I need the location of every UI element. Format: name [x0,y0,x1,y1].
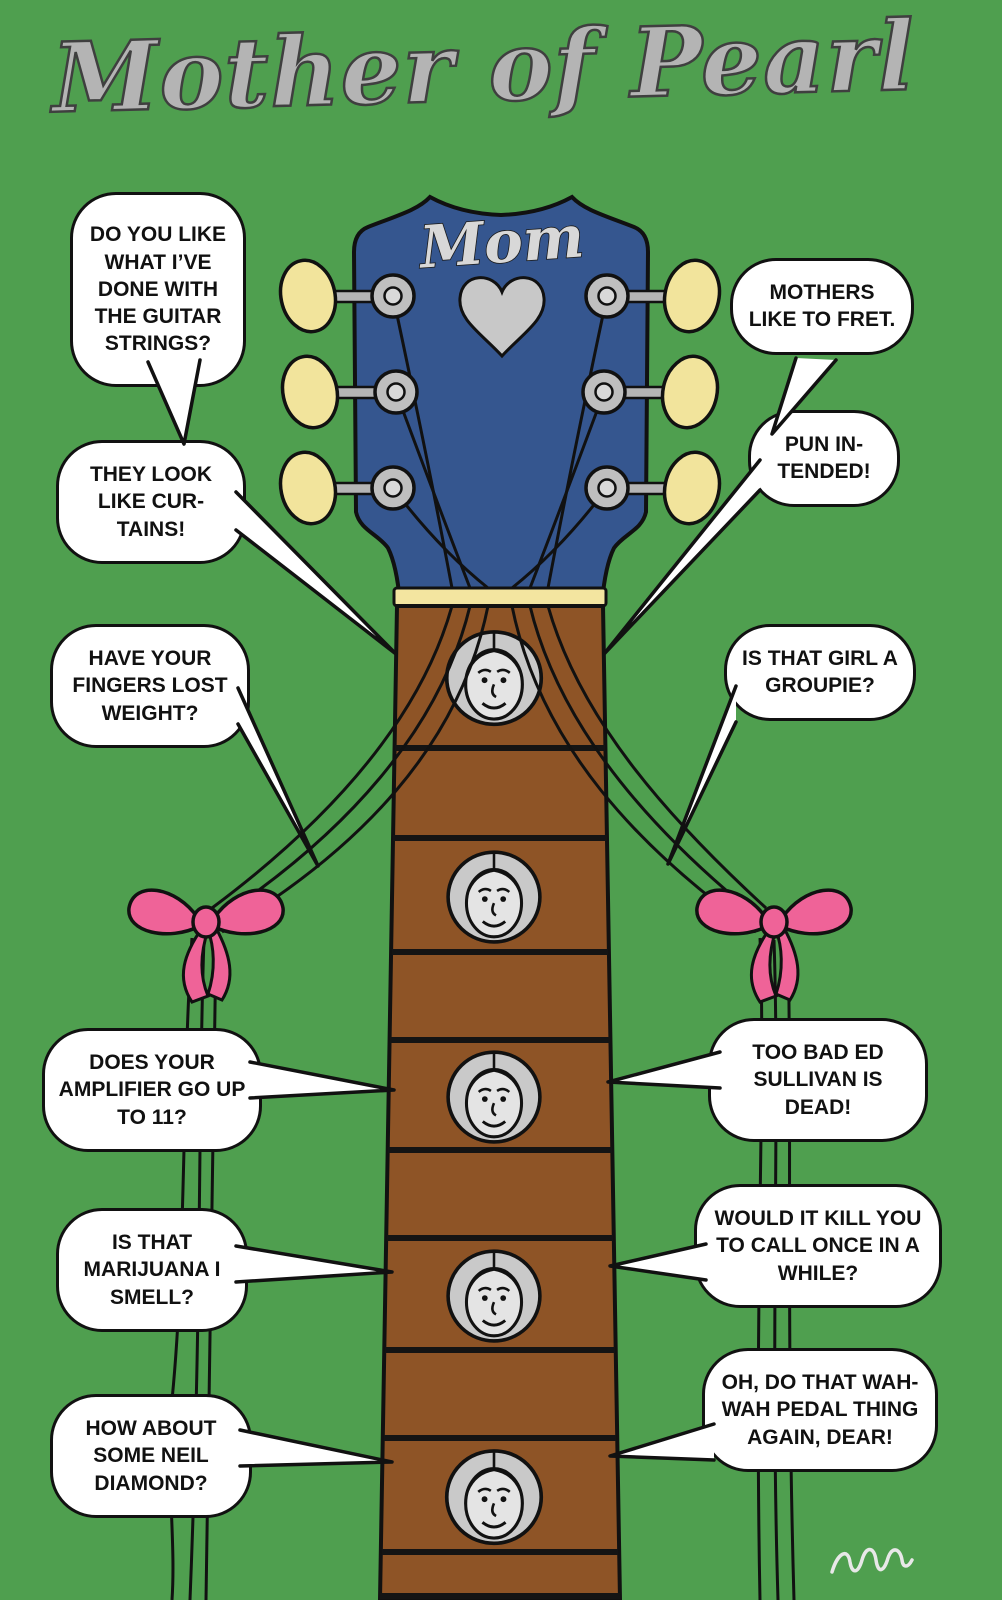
speech-bubble-text: TOO BAD ED SULLIVAN IS DEAD! [752,1041,884,1119]
speech-bubble-text: OH, DO THAT WAH-WAH PEDAL THING AGAIN, D… [721,1371,919,1449]
speech-bubble-right-3: IS THAT GIRL A GROUPIE? [724,624,916,721]
speech-bubble-right-4: TOO BAD ED SULLIVAN IS DEAD! [708,1018,928,1142]
mother-face-inlay [446,1050,542,1144]
comic-title: Mother of Pearl [49,0,917,136]
tuning-peg [278,258,416,334]
speech-bubble-text: DOES YOUR AMPLIFIER GO UP TO 11? [58,1051,246,1129]
speech-bubble-left-1: DO YOU LIKE WHAT I’VE DONE WITH THE GUIT… [70,192,246,387]
tuning-peg [581,354,720,430]
speech-bubble-text: THEY LOOK LIKE CUR-TAINS! [89,463,213,541]
artist-signature [830,1547,914,1574]
speech-bubble-left-3: HAVE YOUR FINGERS LOST WEIGHT? [50,624,250,748]
tuning-peg [584,258,722,334]
speech-bubble-right-6: OH, DO THAT WAH-WAH PEDAL THING AGAIN, D… [702,1348,938,1472]
heart-inlay-icon [458,276,546,359]
guitar-nut [392,586,608,608]
speech-bubble-left-6: HOW ABOUT SOME NEIL DIAMOND? [50,1394,252,1518]
speech-bubble-text: DO YOU LIKE WHAT I’VE DONE WITH THE GUIT… [89,223,227,356]
speech-bubble-right-2: PUN IN-TENDED! [748,410,900,507]
headstock-label: Mom [416,202,587,281]
speech-bubble-text: WOULD IT KILL YOU TO CALL ONCE IN A WHIL… [714,1207,922,1285]
curtain-bow-left-icon [127,888,285,1004]
speech-bubble-text: MOTHERS LIKE TO FRET. [748,281,896,332]
speech-bubble-text: IS THAT GIRL A GROUPIE? [742,647,898,698]
mother-face-inlay [444,1449,544,1546]
frets [380,745,620,1599]
speech-bubble-left-4: DOES YOUR AMPLIFIER GO UP TO 11? [42,1028,262,1152]
mother-face-inlay [446,850,542,944]
tuning-peg [280,354,419,430]
speech-bubble-text: HAVE YOUR FINGERS LOST WEIGHT? [72,647,228,725]
speech-bubble-right-5: WOULD IT KILL YOU TO CALL ONCE IN A WHIL… [694,1184,942,1308]
speech-bubble-text: PUN IN-TENDED! [777,433,871,484]
mother-face-inlay [446,1249,542,1343]
speech-bubble-left-5: IS THAT MARIJUANA I SMELL? [56,1208,248,1332]
speech-bubble-text: HOW ABOUT SOME NEIL DIAMOND? [85,1417,217,1495]
speech-bubble-text: IS THAT MARIJUANA I SMELL? [83,1231,221,1309]
speech-bubble-left-2: THEY LOOK LIKE CUR-TAINS! [56,440,246,564]
mother-face-inlay [444,630,544,727]
speech-bubble-right-1: MOTHERS LIKE TO FRET. [730,258,914,355]
